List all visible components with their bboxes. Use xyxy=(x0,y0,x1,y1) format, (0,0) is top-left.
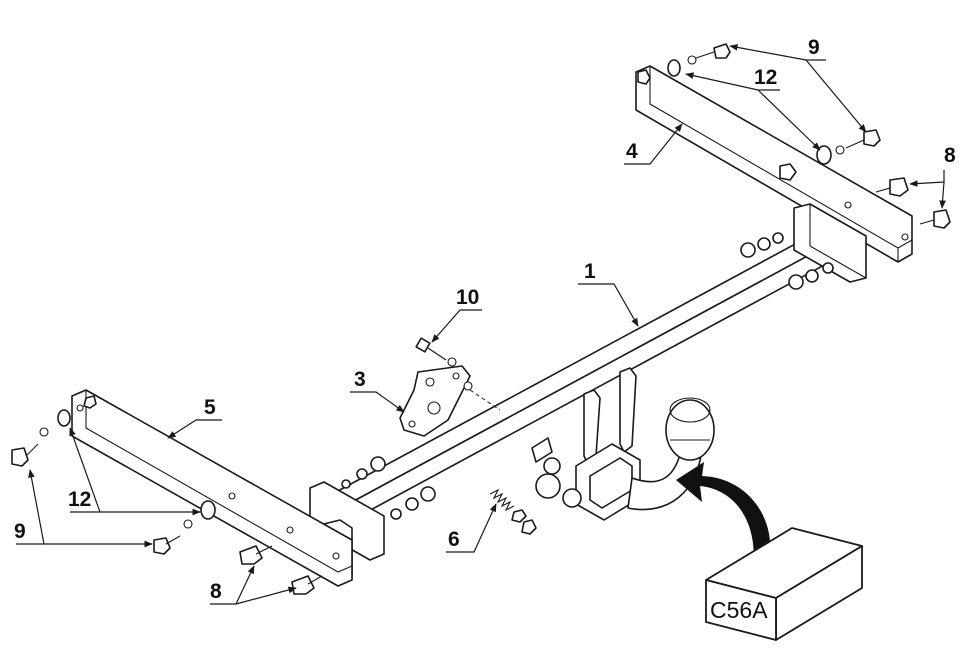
socket-plate-hole xyxy=(452,372,460,380)
bracket-hole xyxy=(332,552,340,560)
bracket-hole xyxy=(228,492,236,500)
socket-plate xyxy=(399,365,501,437)
callout-part-4: 4 xyxy=(626,140,638,163)
tow-ball-assembly xyxy=(531,367,715,521)
callout-part-9-right: 9 xyxy=(808,36,820,59)
leader-lines xyxy=(16,44,946,605)
callout-part-10: 10 xyxy=(456,286,479,309)
bracket-nut xyxy=(83,395,97,409)
bracket-hole xyxy=(901,233,909,241)
spring-bolt xyxy=(489,488,537,535)
bracket-hole xyxy=(286,526,294,534)
callout-part-6: 6 xyxy=(448,528,460,551)
bracket-nut xyxy=(637,69,651,85)
callout-labels: 1 3 4 5 6 8 8 9 9 10 12 12 xyxy=(14,36,956,603)
callout-part-8-left: 8 xyxy=(210,580,222,603)
callout-part-3: 3 xyxy=(354,368,366,391)
bracket-nut xyxy=(779,163,797,181)
socket-plate-hole xyxy=(427,401,441,415)
socket-plate-hole xyxy=(425,377,435,387)
socket-plate-hole xyxy=(408,420,416,428)
callout-part-5: 5 xyxy=(204,396,216,419)
left-side-bracket xyxy=(71,389,353,587)
callout-part-1: 1 xyxy=(584,260,596,283)
kit-box: C56A xyxy=(705,527,863,641)
right-side-bracket xyxy=(635,65,913,263)
callout-part-12-left: 12 xyxy=(68,488,91,511)
main-cross-beam xyxy=(309,203,867,585)
callout-part-9-left: 9 xyxy=(14,520,26,543)
bracket-hole xyxy=(76,404,84,412)
callout-part-12-right: 12 xyxy=(754,66,777,89)
fasteners xyxy=(11,43,951,595)
callout-part-8-right: 8 xyxy=(944,144,956,167)
bracket-hole xyxy=(844,201,852,209)
kit-pointer-arrow xyxy=(676,462,771,574)
kit-code-label: C56A xyxy=(710,597,768,623)
